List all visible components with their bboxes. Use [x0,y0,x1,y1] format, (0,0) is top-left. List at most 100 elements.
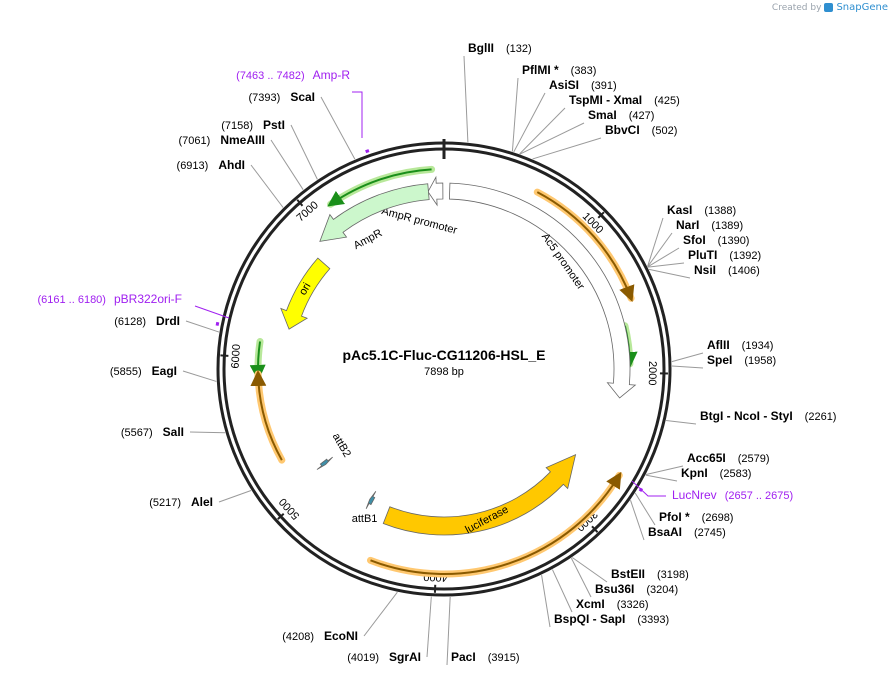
feature-label: AmpR promoter [380,205,458,237]
feature-label: attB2 [330,431,353,459]
enzyme-leader-line [647,217,664,267]
enzyme-name: PflMI * [522,63,559,77]
enzyme-position: (2745) [694,527,726,539]
feature-label: AmpR [352,227,385,252]
enzyme-site-ahdi: AhdI (6913) [177,158,284,208]
enzyme-name: AsiSI [549,78,579,92]
enzyme-leader-line [630,500,645,541]
primer-mark [365,149,370,154]
enzyme-position: (5855) [110,366,142,378]
enzyme-site-econi: EcoNI(4208) [282,591,398,643]
enzyme-name: PstI [263,118,285,132]
enzyme-position: (383) [571,65,597,77]
primer-position: (2657 .. 2675) [725,490,794,502]
enzyme-leader-line [426,596,432,658]
orf-arrows [249,165,638,578]
enzyme-position: (6913) [177,160,209,172]
enzyme-position: (1388) [704,205,736,217]
enzyme-leader-line [463,55,469,143]
enzyme-site-bsteii: BstEII(3198) [571,557,689,583]
feature-arrow [448,182,637,399]
snapgene-watermark: Created by SnapGene [772,2,888,13]
primer-name: Amp-R [313,68,351,82]
feature-arrow [280,257,331,330]
enzyme-position: (3326) [617,599,649,611]
orf-luciferase-orange [366,471,623,578]
enzyme-name: TspMI - XmaI [569,93,642,107]
plasmid-name: pAc5.1C-Fluc-CG11206-HSL_E [342,347,545,363]
enzyme-site-sfoi: SfoI(1390) [647,233,750,268]
enzyme-position: (1389) [711,220,743,232]
enzyme-position: (7393) [249,92,281,104]
enzyme-site-bsu36i: Bsu36I(3204) [570,557,678,598]
enzyme-site-sgrai: SgrAI(4019) [347,596,432,664]
primer-site-pbr322ori-f: pBR322ori-F (6161 .. 6180) [37,292,230,326]
feature-ac5-promoter: Ac5 promoter [448,182,637,399]
enzyme-leader-line [519,122,585,155]
primer-site-amp-r: Amp-R(7463 .. 7482) [236,68,370,154]
enzyme-site-aflii: AflII(1934) [671,338,774,363]
primer-sites: Amp-R(7463 .. 7482) pBR322ori-F (6161 .. 6… [37,68,793,502]
enzyme-name: AleI [191,495,213,509]
enzyme-leader-line [250,164,284,208]
enzyme-position: (1934) [742,340,774,352]
enzyme-name: BspQI - SapI [554,612,625,626]
enzyme-position: (2579) [738,453,770,465]
enzyme-site-nsii: NsiI(1406) [648,263,760,279]
enzyme-leader-line [570,557,592,598]
feature-luciferase: luciferase [382,453,577,536]
enzyme-name: PluTI [688,248,717,262]
enzyme-site-scai: ScaI(7393) [249,90,356,160]
feature-arrow [316,456,333,470]
enzyme-position: (1392) [729,250,761,262]
enzyme-name: EagI [152,364,177,378]
tick-mark [296,199,304,207]
enzyme-leader-line [645,474,678,482]
enzyme-name: SalI [163,425,184,439]
enzyme-name: PfoI * [659,510,690,524]
enzyme-leader-line [647,262,685,268]
enzyme-site-kpni: KpnI(2583) [645,466,751,482]
enzyme-site-nmeaiii: NmeAIII (7061) [179,133,304,190]
tick-label: 2000 [646,361,658,386]
tick-mark [277,513,285,520]
primer-position: (6161 .. 6180) [37,294,106,306]
enzyme-position: (4208) [282,631,314,643]
enzyme-name: SgrAI [389,650,421,664]
tick-mark [591,525,599,533]
enzyme-position: (3393) [637,614,669,626]
enzyme-leader-line [541,574,551,628]
enzyme-position: (3204) [646,584,678,596]
enzyme-site-bspqi-sapi: BspQI - SapI (3393) [541,574,669,628]
enzyme-position: (6128) [114,316,146,328]
feature-arrow [319,183,430,242]
enzyme-name: NmeAIII [220,133,265,147]
enzyme-leader-line [189,431,226,434]
enzyme-site-nari: NarI(1389) [647,218,743,267]
enzyme-name: AhdI [218,158,245,172]
feature-label: attB1 [352,513,378,525]
tick-mark [597,211,605,219]
primer-name: LucNrev [672,488,717,502]
enzyme-name: NsiI [694,263,716,277]
enzyme-site-pflmi: PflMI * (383) [511,63,597,152]
enzyme-site-drdi: DrdI(6128) [114,314,220,333]
enzyme-site-alei: AleI(5217) [149,490,252,509]
enzyme-site-pluti: PluTI (1392) [647,248,761,268]
enzyme-position: (1958) [744,355,776,367]
orf-amp-r [327,165,436,208]
feature-arrow [365,491,377,509]
tick-label: 6000 [230,344,243,369]
enzyme-site-smai: SmaI(427) [519,108,654,155]
enzyme-position: (7061) [179,135,211,147]
orf-left-orange [250,369,286,464]
snapgene-logo-icon [824,3,834,12]
feature-ori: ori [280,257,331,330]
enzyme-position: (425) [654,95,680,107]
primer-name: pBR322ori-F [114,292,182,306]
enzyme-leader-line [647,247,680,268]
enzyme-position: (1390) [718,235,750,247]
enzyme-position: (3198) [657,569,689,581]
enzyme-site-eagi: EagI (5855) [110,364,217,382]
enzyme-site-bglii: BglII(132) [463,41,532,143]
